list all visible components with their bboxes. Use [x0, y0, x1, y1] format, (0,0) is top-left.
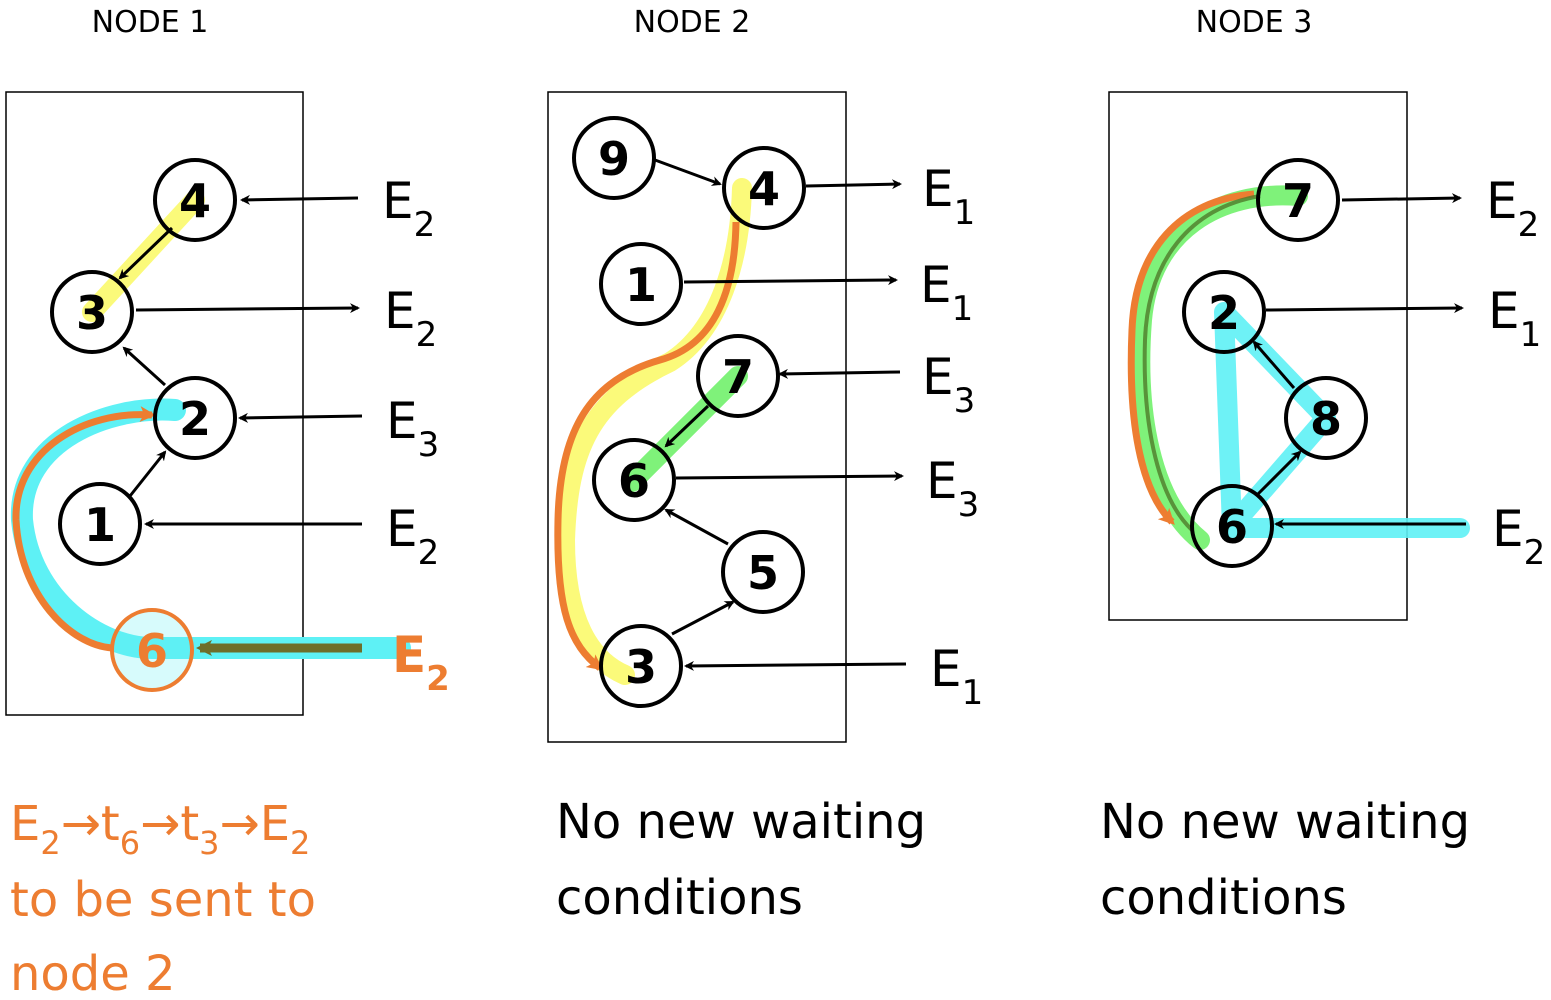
- svg-text:4: 4: [179, 174, 211, 228]
- node-2-circle-5: 5: [721, 530, 805, 614]
- node-2-circle-7: 7: [696, 334, 780, 418]
- node-2-panel: NODE 2 9 4 1 7: [547, 5, 983, 926]
- node-1-edge-4-3: [118, 226, 174, 280]
- node-2-circle-1: 1: [599, 242, 683, 326]
- node-1-panel: NODE 1 4 3 2 1: [5, 5, 450, 1000]
- svg-text:2: 2: [179, 392, 211, 446]
- node-2-ext-arrow-3: [684, 660, 907, 671]
- node-1-circle-6: 6: [110, 608, 194, 692]
- node-1-ext-label-1: E2: [382, 172, 435, 245]
- svg-text:9: 9: [598, 132, 630, 186]
- node-3-orange-path: [1127, 190, 1255, 525]
- node-1-ext-arrow-3: [135, 303, 360, 314]
- node-3-ext-label-3: E2: [1492, 500, 1545, 573]
- node-2-edge-9-4: [654, 158, 722, 186]
- svg-text:8: 8: [1310, 392, 1342, 446]
- node-2-edge-5-6: [664, 508, 729, 546]
- svg-text:7: 7: [722, 350, 754, 404]
- node-1-caption-line-2: to be sent to: [10, 872, 316, 928]
- node-1-ext-label-4: E2: [386, 500, 439, 573]
- svg-text:2: 2: [1208, 286, 1240, 340]
- node-1-title: NODE 1: [92, 5, 209, 40]
- node-1-caption-line-1: E2→t6→t3→E2: [10, 796, 310, 862]
- svg-text:4: 4: [748, 162, 780, 216]
- svg-text:3: 3: [625, 640, 657, 694]
- node-3-panel: NODE 3 7 2 8 6 E2 E1: [1100, 5, 1545, 926]
- svg-text:6: 6: [1216, 500, 1248, 554]
- node-3-box: [1108, 91, 1408, 621]
- node-3-ext-arrow-2: [1265, 303, 1464, 314]
- node-3-ext-arrow-7: [1341, 193, 1462, 204]
- node-2-ext-arrow-4: [805, 179, 902, 190]
- node-1-box: [5, 91, 304, 716]
- svg-text:6: 6: [136, 624, 168, 678]
- node-1-edge-2-3: [122, 346, 167, 387]
- node-3-ext-label-1: E2: [1486, 172, 1539, 245]
- node-3-ext-label-2: E1: [1488, 282, 1541, 355]
- node-1-caption-line-3: node 2: [10, 946, 176, 1000]
- node-2-orange-path: [554, 221, 740, 671]
- node-3-edge-8-2: [1252, 340, 1296, 389]
- node-1-orange-path: [12, 406, 156, 652]
- svg-text:1: 1: [625, 258, 657, 312]
- node-2-edge-3-5: [671, 600, 735, 636]
- node-2-ext-label-2: E1: [920, 256, 973, 329]
- node-2-circle-9: 9: [572, 116, 656, 200]
- svg-text:5: 5: [747, 546, 779, 600]
- node-3-title: NODE 3: [1196, 5, 1313, 40]
- node-3-circle-8: 8: [1284, 376, 1368, 460]
- node-2-caption-line-2: conditions: [556, 870, 803, 926]
- node-1-ext-label-5: E2: [392, 626, 450, 699]
- node-3-dark-path: [1142, 194, 1261, 532]
- node-3-circle-2: 2: [1182, 270, 1266, 354]
- node-2-title: NODE 2: [634, 5, 751, 40]
- node-2-ext-arrow-7: [778, 368, 901, 379]
- svg-text:3: 3: [76, 286, 108, 340]
- node-1-ext-label-3: E3: [386, 392, 439, 465]
- node-3-caption-line-1: No new waiting: [1100, 794, 1470, 850]
- node-2-ext-label-3: E3: [922, 348, 975, 421]
- node-1-circle-3: 3: [50, 270, 134, 354]
- node-2-ext-label-4: E3: [926, 452, 979, 525]
- node-2-circle-4: 4: [722, 146, 806, 230]
- svg-text:7: 7: [1282, 174, 1314, 228]
- node-2-circle-3: 3: [599, 624, 683, 708]
- node-2-ext-label-1: E1: [922, 160, 975, 233]
- node-1-circle-2: 2: [153, 376, 237, 460]
- node-1-ext-arrow-4: [240, 194, 359, 205]
- node-2-caption-line-1: No new waiting: [556, 794, 926, 850]
- node-3-edge-6-8: [1254, 450, 1302, 498]
- node-2-ext-arrow-1: [683, 275, 898, 286]
- node-1-circle-4: 4: [153, 158, 237, 242]
- node-2-circle-6: 6: [592, 438, 676, 522]
- node-1-edge-1-2: [128, 450, 167, 497]
- node-2-ext-label-5: E1: [930, 640, 983, 713]
- node-2-box: [547, 91, 847, 743]
- node-1-ext-label-2: E2: [384, 282, 437, 355]
- node-2-edge-7-6: [664, 404, 710, 448]
- svg-text:6: 6: [618, 454, 650, 508]
- node-3-caption-line-2: conditions: [1100, 870, 1347, 926]
- node-3-circle-6: 6: [1190, 484, 1274, 568]
- node-2-ext-arrow-6: [675, 471, 904, 482]
- node-1-ext-arrow-2: [238, 412, 363, 423]
- svg-text:1: 1: [84, 498, 116, 552]
- node-1-circle-1: 1: [58, 482, 142, 566]
- node-3-circle-7: 7: [1256, 158, 1340, 242]
